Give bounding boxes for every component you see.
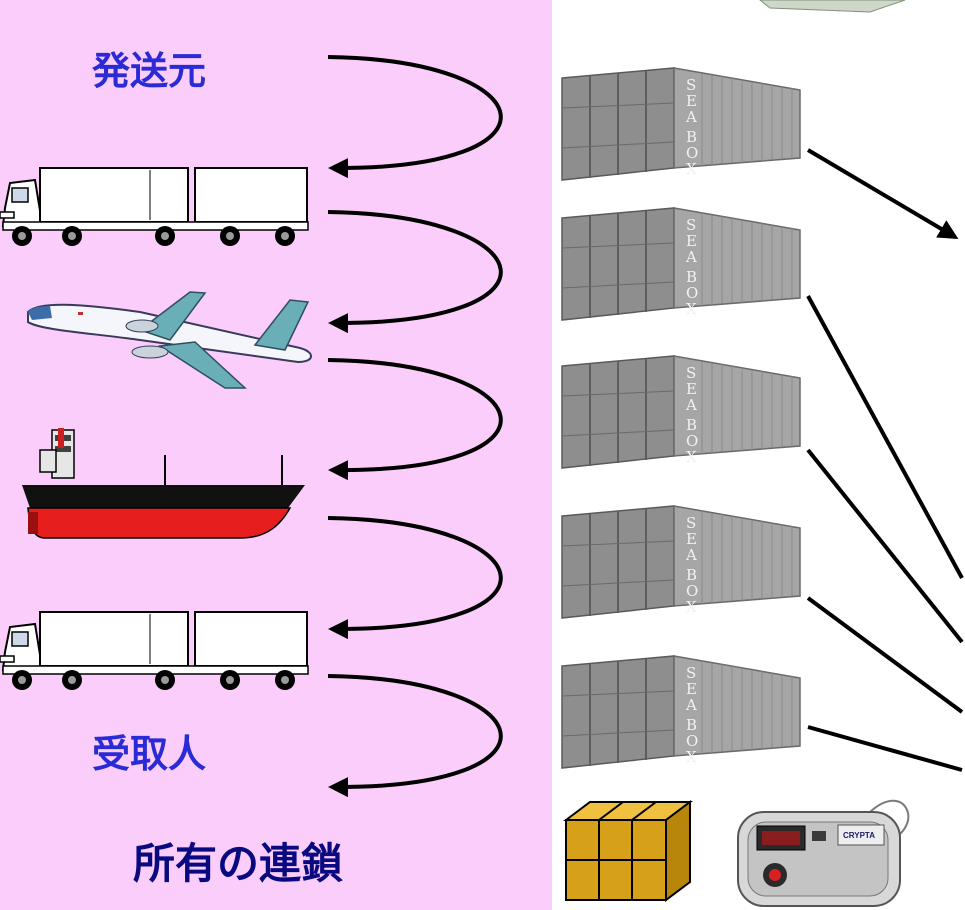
container-arrow-5 [807,725,963,772]
chain-arrow-2 [327,210,503,334]
airplane-icon [27,291,312,389]
chain-caption: 所有の連鎖 [133,839,344,888]
chain-arrows [327,55,503,798]
container-arrow-4 [806,596,964,714]
truck-icon [0,611,309,691]
container-arrows [806,148,964,772]
chain-arrow-3 [327,358,503,481]
origin-label: 発送元 [92,49,207,93]
destination-label: 受取人 [92,732,207,776]
device-brand-label: CRYPTA [843,831,875,840]
chain-arrow-1 [327,55,503,179]
shipping-container-icon [561,207,801,321]
container-arrow-3 [806,448,964,644]
cargo-ship-icon [22,428,305,539]
partial-container-top [759,0,906,13]
chain-arrow-4 [327,516,503,640]
container-arrow-2 [806,295,964,579]
shipping-container-icon [561,355,801,469]
shipping-container-icon [561,655,801,769]
chain-arrow-5 [327,674,503,798]
truck-icon [0,167,309,247]
cardboard-boxes-icon [563,800,693,902]
container-arrow-1 [806,148,959,240]
shipping-container-icon [561,505,801,619]
shipping-container-icon [561,67,801,181]
tracking-device-icon: CRYPTA [737,799,910,907]
